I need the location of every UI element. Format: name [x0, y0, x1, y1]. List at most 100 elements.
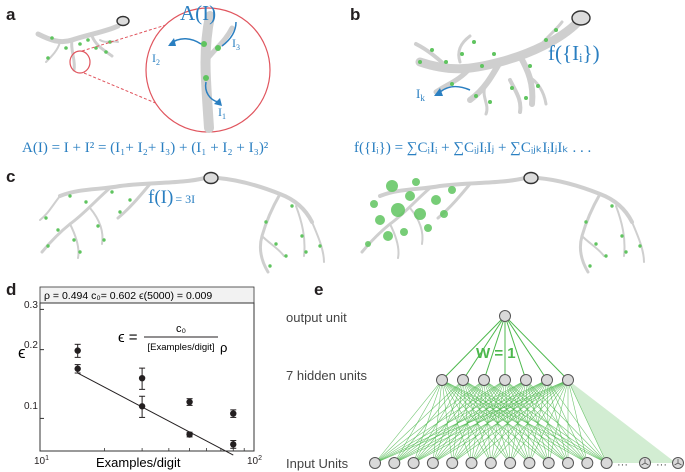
input-node — [600, 457, 613, 469]
y-tick-0.2: 0.2 — [24, 340, 38, 351]
function-label-c: f(I)= 3I — [148, 187, 195, 208]
edge-input-hidden — [462, 379, 511, 464]
edge-input-hidden — [452, 379, 548, 464]
edge-input-hidden — [529, 379, 548, 464]
zoom-label: A(I) — [180, 1, 216, 25]
edge-input-hidden — [490, 379, 506, 464]
y-axis-label: ϵ — [18, 343, 26, 362]
input-i1: I1 — [218, 105, 226, 121]
data-point-s0 — [230, 410, 237, 417]
equation-b: f({Iᵢ}) = ∑CᵢIᵢ + ∑CᵢⱼIᵢIⱼ + ∑CᵢⱼₖIᵢIⱼIₖ… — [354, 140, 591, 156]
input-node — [484, 457, 497, 469]
edge-input-hidden — [525, 379, 549, 464]
x-tick-10: 101 — [34, 455, 49, 467]
edge-input-hidden — [471, 379, 569, 464]
panel-label-a: a — [6, 5, 16, 24]
panel-e: output unit 7 hidden units Input Units W… — [286, 310, 684, 471]
neuron-c-right — [360, 171, 645, 274]
edge-input-hidden — [471, 379, 548, 464]
fit-line — [77, 372, 234, 456]
edge-input-hidden — [451, 379, 464, 464]
input-node — [542, 457, 555, 469]
data-point-s0 — [186, 398, 193, 406]
edge-input-hidden — [504, 379, 530, 464]
edge-input-hidden — [441, 379, 530, 464]
edge-input-hidden — [483, 379, 530, 464]
edge-input-hidden — [374, 379, 443, 464]
panel-label-b: b — [350, 5, 360, 24]
edge-input-hidden — [525, 379, 530, 464]
formula-lhs: ϵ = — [118, 329, 138, 346]
hidden-node — [520, 374, 532, 386]
edge-input-hidden — [441, 379, 588, 464]
equation-a: A(I) = I + I² = (I₁+ I₂+ I₃) + (I₁ + I₂ … — [22, 140, 269, 156]
hidden-node — [436, 374, 448, 386]
edge-input-hidden — [525, 379, 588, 464]
edge-input-hidden — [432, 379, 527, 464]
y-tick-0.1: 0.1 — [24, 401, 38, 412]
edge-hidden-output — [504, 315, 569, 381]
edge-input-hidden — [490, 379, 527, 464]
input-units-label: Input Units — [286, 456, 349, 471]
edge-hidden-output — [441, 315, 506, 381]
input-ik: Ik — [416, 86, 425, 103]
edge-input-hidden — [374, 379, 569, 464]
edge-input-hidden — [441, 379, 569, 464]
edge-input-hidden — [432, 379, 548, 464]
edge-input-hidden — [546, 379, 588, 464]
y-tick-0.3: 0.3 — [24, 300, 38, 311]
edge-input-hidden — [374, 379, 485, 464]
edge-input-hidden — [548, 379, 569, 464]
input-node — [504, 457, 517, 469]
chart-marks — [40, 308, 245, 456]
edge-input-hidden — [432, 379, 506, 464]
edge-input-hidden — [441, 379, 549, 464]
hidden-node — [478, 374, 490, 386]
edge-input-hidden — [525, 379, 569, 464]
data-point-s0 — [138, 374, 146, 382]
small-neuron — [35, 15, 130, 72]
edge-input-hidden — [413, 379, 506, 464]
edge-hidden-output — [504, 315, 527, 381]
edge-input-hidden — [432, 379, 485, 464]
weight-label: W = 1 — [476, 345, 516, 362]
edge-input-hidden — [441, 379, 511, 464]
edge-input-hidden — [413, 379, 485, 464]
input-i2: I2 — [152, 51, 160, 67]
panel-b: Ik f({Iᵢ}) f({Iᵢ}) = ∑CᵢIᵢ + ∑CᵢⱼIᵢIⱼ + … — [354, 10, 600, 156]
edge-input-hidden — [394, 379, 464, 464]
formula-exponent: ρ — [220, 340, 227, 355]
edge-input-hidden — [490, 379, 548, 464]
edge-input-hidden — [504, 379, 607, 464]
formula-denominator: [Examples/digit] — [147, 342, 214, 353]
edge-input-hidden — [483, 379, 588, 464]
edge-input-hidden — [451, 379, 506, 464]
input-node — [369, 457, 381, 469]
fit-formula: ϵ = c₀ [Examples/digit] ρ — [118, 323, 227, 355]
panel-a: A(I) I2 I3 I1 A(I) = I + I² = (I₁+ I₂+ I… — [22, 1, 271, 156]
edge-input-hidden — [432, 379, 569, 464]
plot-area — [39, 302, 255, 452]
edge-hidden-output — [483, 315, 506, 381]
edge-input-hidden — [504, 379, 549, 464]
edge-input-hidden — [509, 379, 548, 464]
edge-input-hidden — [483, 379, 607, 464]
input-node — [523, 457, 536, 469]
edge-input-hidden — [462, 379, 530, 464]
edge-input-hidden — [546, 379, 549, 464]
hidden-node — [541, 374, 553, 386]
input-node-symbol — [672, 457, 684, 469]
zoom-circle: A(I) I2 I3 I1 — [145, 1, 271, 133]
data-point-s1 — [186, 431, 193, 438]
edge-input-hidden — [483, 379, 511, 464]
input-node — [581, 457, 594, 469]
edge-input-hidden — [567, 379, 588, 464]
edge-input-hidden — [462, 379, 569, 464]
edge-input-hidden — [413, 379, 548, 464]
panel-label-d: d — [6, 280, 16, 299]
ellipsis-1: ··· — [617, 459, 628, 471]
x-tick-100: 102 — [247, 455, 262, 467]
edge-input-hidden — [546, 379, 569, 464]
neuron-c-left — [39, 171, 325, 274]
